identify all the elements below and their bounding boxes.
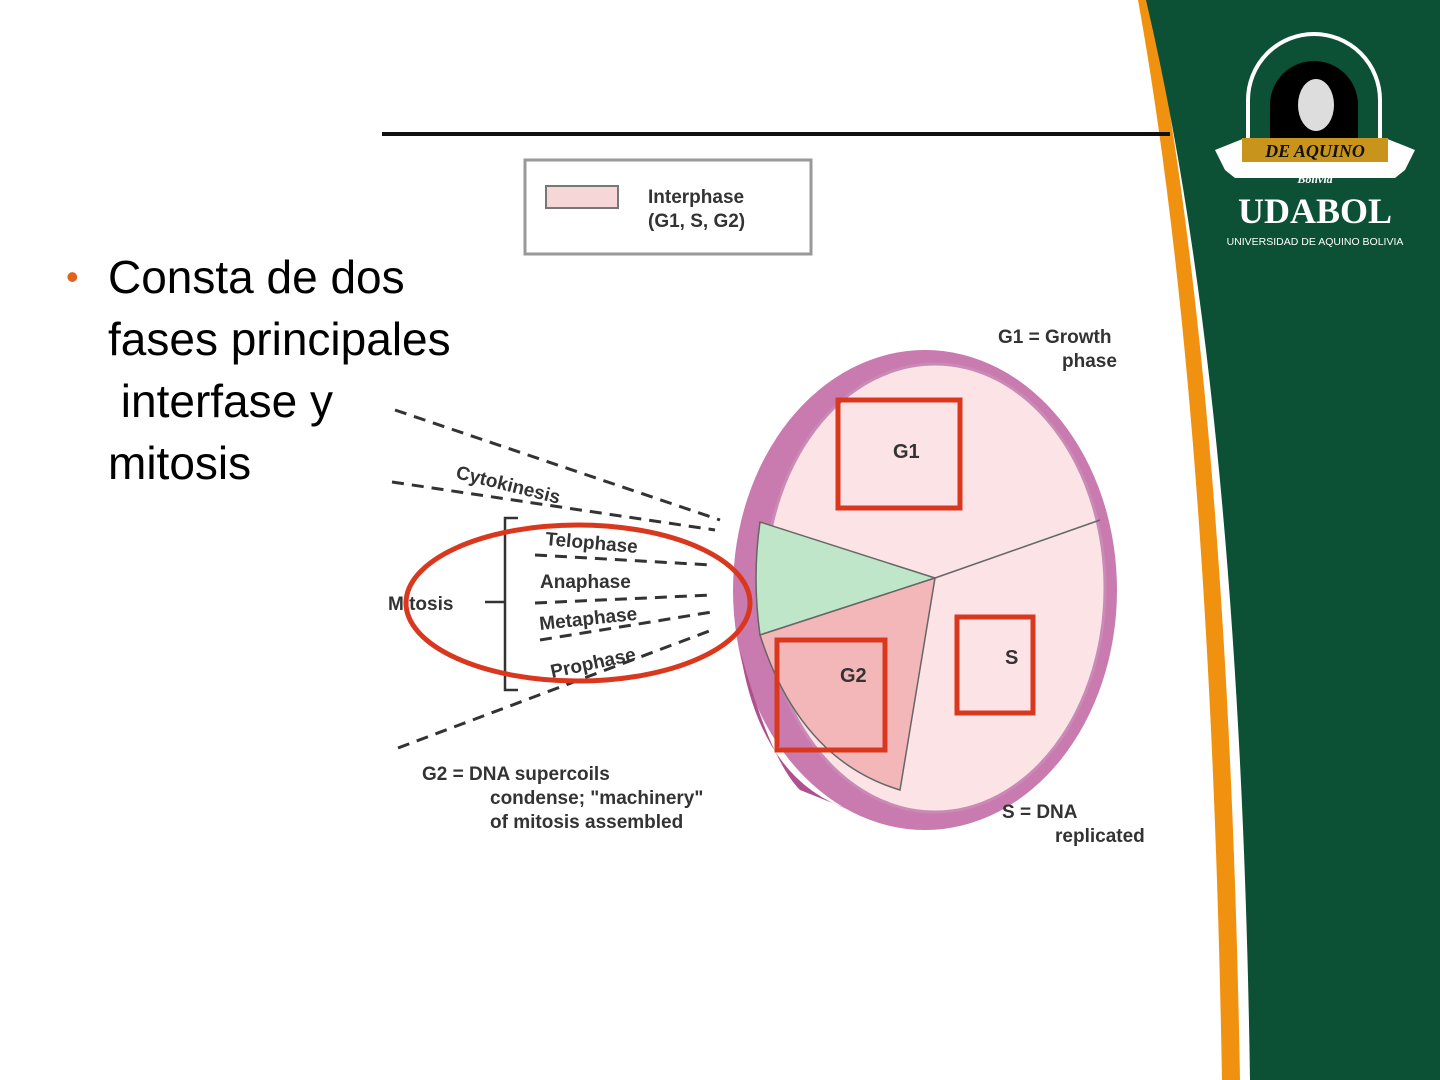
g1-label: G1	[893, 441, 920, 463]
bullet-icon: •	[66, 256, 79, 297]
s-label: S	[1005, 647, 1018, 669]
g1-highlight-box	[835, 397, 963, 511]
anaphase-label: Anaphase	[540, 572, 631, 593]
bullet-text: Consta de dos fases principales interfase…	[108, 246, 451, 494]
s-highlight-box	[954, 614, 1036, 716]
logo-country: Bolivia	[1296, 172, 1332, 186]
s-note-line-1: S = DNA	[1002, 802, 1078, 823]
sidebar-green-panel	[1146, 0, 1440, 1080]
g2-highlight-box	[774, 637, 888, 753]
s-note-line-2: replicated	[1055, 826, 1145, 847]
mitosis-label: Mitosis	[388, 594, 453, 615]
cell-cycle-wheel: G1 S G2	[733, 350, 1117, 830]
mitosis-bracket	[485, 516, 518, 692]
logo-name: UDABOL	[1238, 191, 1392, 231]
g2-note-line-2: condense; "machinery"	[490, 788, 703, 809]
logo-subtitle: UNIVERSIDAD DE AQUINO BOLIVIA	[1227, 236, 1404, 248]
bullet-line: interfase y	[108, 375, 333, 427]
legend-line-1: Interphase	[648, 187, 744, 208]
bullet-line: Consta de dos	[108, 251, 405, 303]
udabol-logo: DE AQUINO Bolivia UDABOL UNIVERSIDAD DE …	[1215, 32, 1415, 248]
mitosis-guides	[391, 408, 721, 750]
bullet-line: fases principales	[108, 313, 451, 365]
metaphase-label: Metaphase	[538, 604, 638, 635]
g1-note-line-2: phase	[1062, 351, 1117, 372]
logo-banner-text: DE AQUINO	[1264, 141, 1365, 161]
legend-line-2: (G1, S, G2)	[648, 211, 745, 232]
sidebar-orange-stripe	[1138, 0, 1240, 1080]
cytokinesis-label: Cytokinesis	[454, 462, 563, 508]
g2-note-line-1: G2 = DNA supercoils	[422, 764, 610, 785]
telophase-label: Telophase	[545, 529, 639, 558]
g2-note-line-3: of mitosis assembled	[490, 812, 683, 833]
g2-label: G2	[840, 665, 867, 687]
mitosis-highlight-ellipse	[403, 522, 753, 684]
diagram-legend: Interphase (G1, S, G2)	[523, 158, 813, 256]
g1-note-line-1: G1 = Growth	[998, 327, 1112, 348]
bullet-line: mitosis	[108, 437, 252, 489]
